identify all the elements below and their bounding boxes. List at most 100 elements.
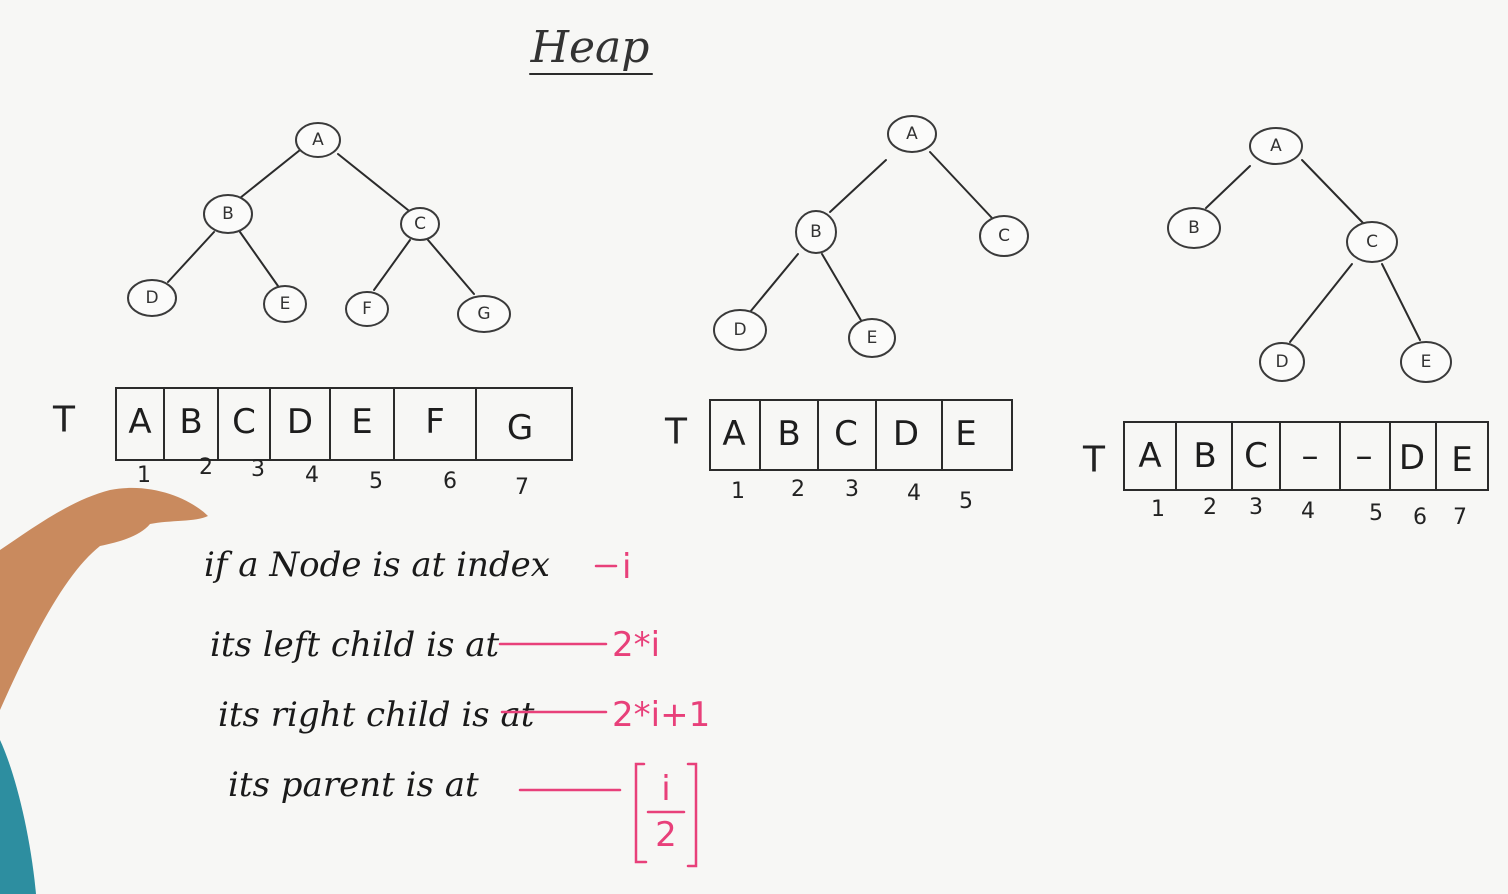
tree-node: D	[713, 309, 767, 351]
formula-text: its left child is at	[210, 625, 500, 665]
array-label: T	[1082, 440, 1106, 481]
tree-1: A B C D E F G	[127, 122, 511, 333]
tree-node: C	[400, 207, 440, 241]
formula-parent: its parent is at i 2	[228, 762, 698, 868]
tree-node: E	[263, 285, 307, 323]
edge-a-c	[929, 151, 993, 219]
node-label: E	[867, 328, 878, 348]
tree-node: B	[203, 194, 253, 234]
array-index: 1	[731, 479, 745, 504]
tree-node: E	[848, 318, 896, 358]
array-index: 3	[1249, 495, 1263, 520]
array-index: 4	[1301, 499, 1315, 524]
tree-node: A	[887, 115, 937, 153]
array-cell: C	[834, 414, 858, 454]
tree-node: C	[979, 215, 1029, 257]
array-cell: D	[893, 414, 919, 454]
formula-list: if a Node is at index i its left child i…	[204, 545, 710, 868]
node-label: B	[222, 204, 234, 224]
formula-text: its parent is at	[228, 765, 479, 805]
edge-c-d	[1289, 263, 1353, 343]
array-index: 3	[845, 477, 859, 502]
node-label: C	[414, 214, 426, 234]
formula-value: 2*i+1	[612, 695, 710, 735]
array-index: 5	[1369, 501, 1383, 526]
edge-a-b	[829, 159, 887, 213]
array-cell: –	[1356, 436, 1373, 476]
array-cell: A	[1138, 436, 1161, 476]
array-index: 4	[907, 481, 921, 506]
array-cell: D	[1399, 438, 1425, 478]
floor-bracket-right	[686, 762, 698, 868]
edge-c-g	[427, 239, 475, 295]
edge-a-c	[337, 153, 409, 211]
array-cell: –	[1302, 436, 1319, 476]
tree-2: A B C D E	[713, 115, 1029, 358]
array-cell: F	[425, 402, 445, 442]
node-label: A	[1270, 136, 1282, 156]
node-label: C	[998, 226, 1010, 246]
formula-value: 2*i	[612, 625, 660, 665]
tree-node: D	[1259, 342, 1305, 382]
node-label: D	[733, 320, 746, 340]
array-index: 5	[959, 489, 973, 514]
node-label: B	[1188, 218, 1200, 238]
array-3: T A B C – – D E 1 2 3 4 5 6 7	[1082, 421, 1489, 530]
node-label: D	[145, 288, 158, 308]
tree-3: A B C D E	[1167, 127, 1452, 383]
array-cell: B	[777, 414, 800, 454]
array-cell: C	[232, 402, 256, 442]
page-title: Heap	[530, 22, 650, 73]
edge-b-e	[239, 231, 279, 287]
array-cell: D	[287, 402, 313, 442]
array-index: 2	[1203, 495, 1217, 520]
node-label: F	[362, 299, 372, 319]
edge-c-e	[1381, 263, 1421, 341]
node-label: G	[477, 304, 490, 324]
array-1: T A B C D E F G 1 2 3 4 5 6 7	[52, 387, 573, 500]
edge-a-b	[239, 149, 301, 199]
array-box	[1123, 421, 1489, 491]
node-label: B	[810, 222, 822, 242]
tree-node: D	[127, 279, 177, 317]
tree-node: F	[345, 291, 389, 327]
array-index: 6	[443, 469, 457, 494]
array-box	[115, 387, 573, 461]
formula-left-child: its left child is at 2*i	[210, 625, 660, 665]
array-cell: E	[351, 402, 372, 442]
array-cell: G	[507, 408, 533, 448]
tree-node: A	[295, 122, 341, 158]
node-label: D	[1275, 352, 1288, 372]
tree-node: B	[1167, 207, 1221, 249]
tree-node: E	[1400, 341, 1452, 383]
tree-node: G	[457, 295, 511, 333]
edge-c-f	[373, 239, 411, 291]
node-label: A	[906, 124, 918, 144]
node-label: C	[1366, 232, 1378, 252]
array-box	[709, 399, 1013, 471]
array-cell: E	[955, 414, 976, 454]
presenter-hand	[0, 487, 208, 894]
floor-bracket-left	[634, 762, 648, 864]
fraction-numerator: i	[661, 769, 670, 809]
array-cell: A	[128, 402, 151, 442]
array-index: 1	[1151, 497, 1165, 522]
array-cell: B	[179, 402, 202, 442]
array-2: T A B C D E 1 2 3 4 5	[664, 399, 1013, 514]
array-cell: A	[722, 414, 745, 454]
edge-a-c	[1301, 159, 1365, 225]
node-label: A	[312, 130, 324, 150]
tree-node: B	[795, 210, 837, 254]
array-cell: C	[1244, 436, 1268, 476]
fraction-denominator: 2	[655, 815, 677, 855]
edge-b-d	[749, 253, 799, 313]
array-index: 1	[137, 463, 151, 488]
edge-a-b	[1205, 165, 1251, 209]
formula-text: its right child is at	[218, 695, 535, 735]
array-cell: B	[1193, 436, 1216, 476]
array-index: 6	[1413, 505, 1427, 530]
formula-text: if a Node is at index	[204, 545, 550, 585]
array-index: 4	[305, 463, 319, 488]
array-label: T	[52, 400, 76, 441]
